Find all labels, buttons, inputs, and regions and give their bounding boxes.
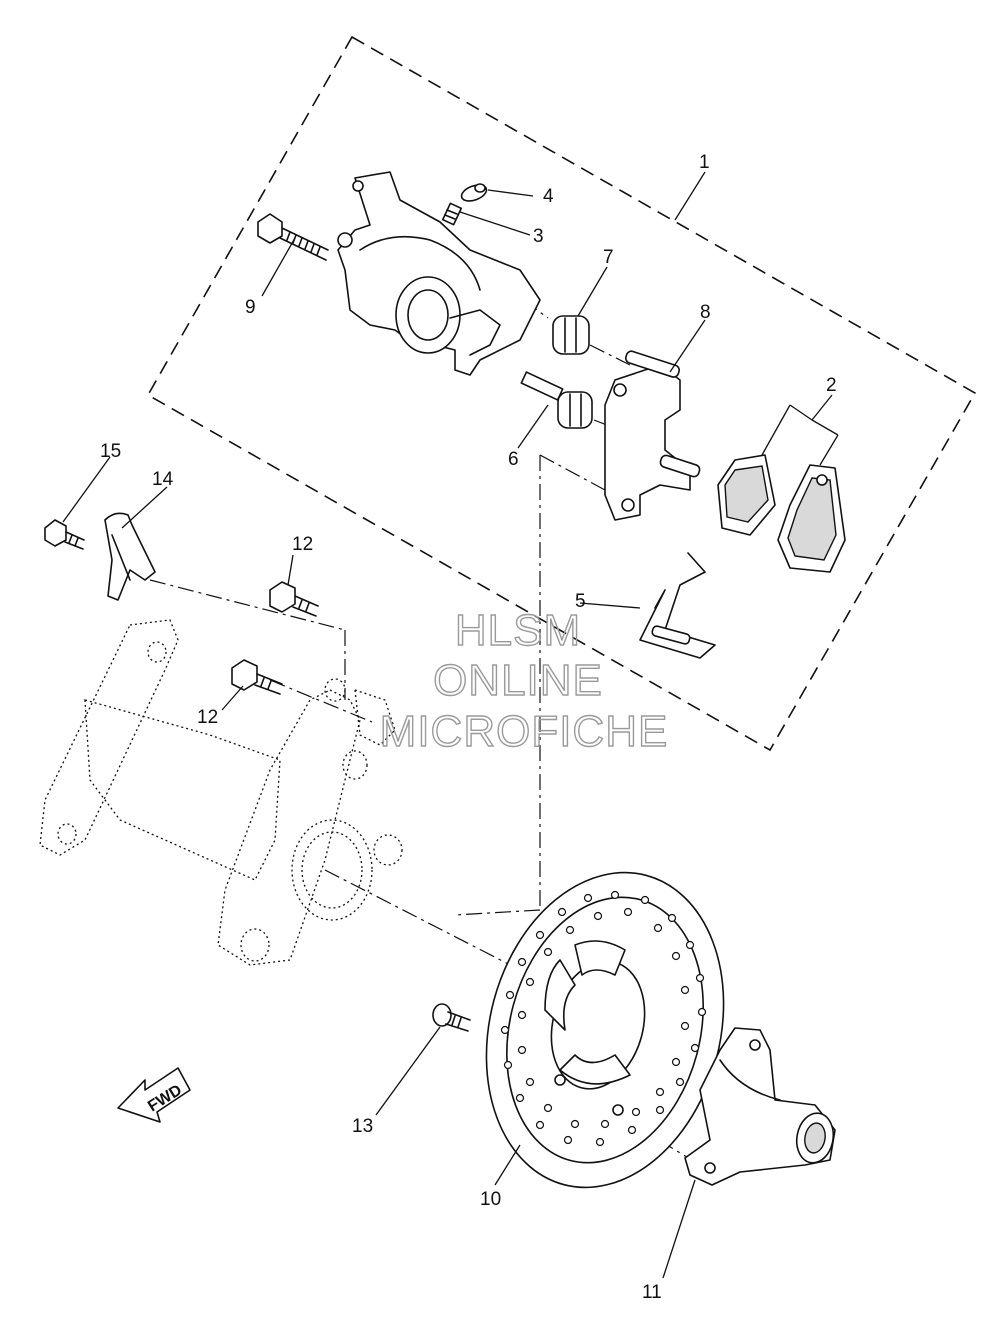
watermark-line-1: HLSM	[455, 606, 581, 655]
fwd-arrow-icon: FWD	[117, 1067, 191, 1123]
callout-4: 4	[543, 186, 554, 207]
caliper-assembly-boundary	[146, 35, 977, 752]
pin-part-6	[520, 371, 593, 429]
watermark: HLSM ONLINE MICROFICHE	[379, 605, 669, 756]
callout-9: 9	[245, 297, 256, 318]
bolt-part-13	[432, 1003, 471, 1032]
callout-14: 14	[152, 469, 174, 490]
hub-part-11	[684, 1027, 836, 1186]
callout-2: 2	[826, 375, 837, 396]
watermark-line-2: ONLINE	[433, 656, 603, 705]
caliper-body	[337, 171, 541, 376]
callout-12-upper: 12	[292, 534, 313, 555]
disc-vent-holes	[500, 890, 707, 1147]
leader-lines	[62, 171, 839, 1279]
bleed-cap-part-4	[460, 183, 488, 202]
bolt-part-12-lower	[231, 659, 283, 695]
callout-3: 3	[533, 226, 544, 247]
boot-part-7	[552, 315, 590, 355]
callout-labels: 1 2 3 4 5 6 7 8 9 10 11 12 12 13 14 15	[100, 152, 837, 1303]
bleed-screw-part-3	[441, 202, 463, 226]
callout-1: 1	[699, 152, 710, 173]
callout-10: 10	[480, 1189, 501, 1210]
bracket-part-8	[604, 350, 701, 521]
brake-pads-part-2	[717, 454, 846, 573]
callout-11: 11	[642, 1282, 662, 1303]
watermark-line-3: MICROFICHE	[380, 707, 669, 756]
bolt-part-12-upper	[269, 581, 319, 617]
axle-housing-reference	[39, 619, 403, 966]
bolt-part-15	[44, 519, 85, 550]
bolt-part-9	[257, 213, 329, 261]
callout-12-lower: 12	[197, 707, 218, 728]
callout-13: 13	[352, 1116, 373, 1137]
callout-5: 5	[575, 591, 586, 612]
hose-holder-part-14	[104, 512, 156, 601]
pad-spring-part-5	[639, 552, 716, 659]
callout-7: 7	[603, 247, 614, 268]
brake-disc-part-10	[485, 871, 725, 1189]
callout-15: 15	[100, 441, 121, 462]
callout-6: 6	[508, 449, 519, 470]
callout-8: 8	[700, 302, 711, 323]
